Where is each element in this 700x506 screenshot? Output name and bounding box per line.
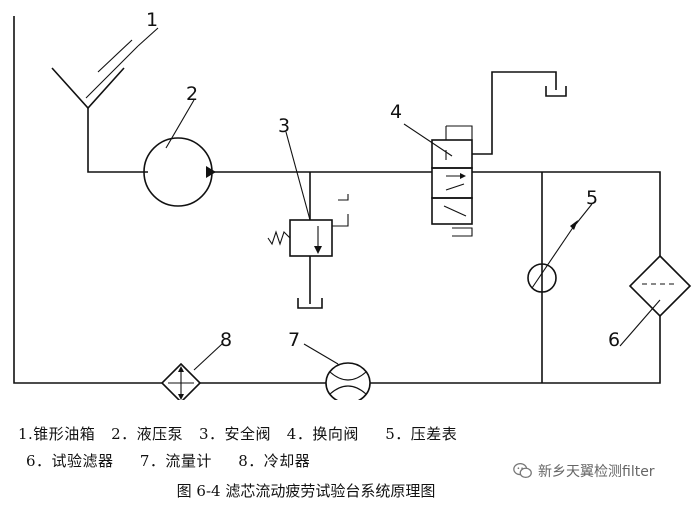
safety-valve xyxy=(267,131,349,309)
label-8: 8 xyxy=(220,329,232,351)
label-2: 2 xyxy=(186,83,198,105)
label-7: 7 xyxy=(288,329,300,351)
differential-pressure-gauge xyxy=(527,203,593,293)
label-6: 6 xyxy=(608,329,620,351)
watermark-text: 新乡天翼检测filter xyxy=(538,464,655,480)
watermark: 新乡天翼检测filter xyxy=(512,460,655,482)
wechat-logo-icon xyxy=(513,463,532,479)
flow-meter xyxy=(303,343,371,400)
label-4: 4 xyxy=(390,101,402,123)
legend-row-2: 6．试验滤器 7．流量计 8．冷却器 xyxy=(26,452,311,470)
figure-caption: 图 6-4 滤芯流动疲劳试验台系统原理图 xyxy=(176,482,436,500)
test-filter xyxy=(619,254,692,347)
label-5: 5 xyxy=(586,187,598,209)
cooler xyxy=(160,343,223,400)
conical-oil-tank xyxy=(51,27,159,173)
main-pipes xyxy=(13,16,661,384)
label-3: 3 xyxy=(278,115,290,137)
hydraulic-schematic: 1 2 3 4 5 6 7 8 xyxy=(13,9,692,400)
legend-row-1: 1.锥形油箱 2．液压泵 3．安全阀 4．换向阀 5．压差表 xyxy=(18,425,458,443)
hydraulic-pump xyxy=(143,99,432,207)
label-1: 1 xyxy=(146,9,158,31)
directional-valve xyxy=(403,71,567,237)
